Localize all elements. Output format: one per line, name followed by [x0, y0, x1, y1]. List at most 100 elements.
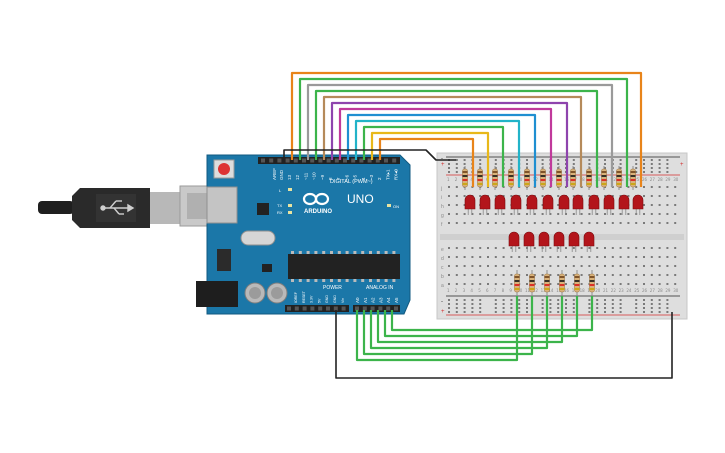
- rail-minus-label-bottom: -: [441, 299, 443, 305]
- red-led: [510, 194, 522, 210]
- breadboard-hole: [549, 213, 552, 215]
- crystal: [240, 230, 276, 246]
- jumper-wire: [322, 95, 583, 187]
- breadboard-hole: [541, 163, 544, 165]
- breadboard-hole: [650, 311, 653, 313]
- jumper-wires: [283, 71, 673, 379]
- resistor-band: [589, 276, 595, 278]
- breadboard-hole: [494, 311, 497, 313]
- header-pin-hole: [293, 158, 298, 163]
- breadboard-hole: [580, 256, 583, 258]
- resistor-band: [589, 280, 595, 282]
- rx-led: [288, 211, 292, 214]
- column-number: 4: [470, 288, 473, 293]
- breadboard-hole: [650, 283, 653, 285]
- breadboard-hole: [627, 256, 630, 258]
- breadboard-hole: [565, 256, 567, 258]
- breadboard-hole: [471, 265, 474, 267]
- breadboard-hole: [448, 247, 450, 249]
- resistor-band: [462, 171, 468, 173]
- breadboard-hole: [494, 247, 497, 249]
- breadboard-hole: [448, 299, 450, 301]
- breadboard-hole: [526, 256, 528, 258]
- breadboard-hole: [455, 247, 458, 249]
- breadboard-hole: [518, 256, 521, 258]
- chip-pin: [298, 251, 302, 254]
- resistor-band: [529, 284, 535, 286]
- breadboard-hole: [650, 299, 653, 301]
- breadboard-hole: [611, 195, 614, 197]
- column-number: 5: [478, 288, 481, 293]
- header-pin-hole: [310, 306, 315, 311]
- breadboard-hole: [510, 311, 513, 313]
- breadboard-hole: [643, 247, 645, 249]
- breadboard-hole: [510, 195, 513, 197]
- breadboard-hole: [502, 256, 505, 258]
- breadboard-hole: [643, 283, 645, 285]
- breadboard-hole: [627, 195, 630, 197]
- breadboard-hole: [518, 307, 521, 309]
- red-led: [632, 194, 644, 210]
- breadboard-hole: [557, 213, 560, 215]
- breadboard-hole: [650, 195, 653, 197]
- digital-header-label: DIGITAL (PWM~): [330, 179, 373, 185]
- breadboard-hole: [619, 283, 622, 285]
- breadboard-hole: [666, 311, 669, 313]
- breadboard-hole: [448, 167, 450, 169]
- resistor-band: [574, 284, 580, 286]
- resistor: [514, 273, 520, 293]
- breadboard-hole: [588, 299, 591, 301]
- breadboard-hole: [463, 265, 466, 267]
- resistor-band: [616, 183, 622, 185]
- breadboard-hole: [518, 247, 521, 249]
- breadboard-hole: [565, 303, 567, 305]
- breadboard-hole: [549, 256, 552, 258]
- reset-button[interactable]: [213, 159, 235, 179]
- breadboard-hole: [510, 303, 513, 305]
- breadboard-hole: [541, 274, 544, 276]
- breadboard-hole: [580, 247, 583, 249]
- tx-label: TX: [277, 203, 282, 208]
- breadboard-hole: [619, 213, 622, 215]
- header-pin-hole: [269, 158, 274, 163]
- digital-pin-label: ~6: [344, 174, 349, 180]
- breadboard-hole: [455, 171, 458, 173]
- breadboard-hole: [494, 159, 497, 161]
- jumper-wire: [298, 77, 629, 187]
- rx-label: RX: [277, 210, 283, 215]
- breadboard-hole: [502, 222, 505, 224]
- breadboard-hole: [588, 307, 591, 309]
- usb-jack: [206, 186, 238, 224]
- breadboard-hole: [455, 163, 458, 165]
- resistor-band: [616, 175, 622, 177]
- resistor-band: [630, 175, 636, 177]
- red-led: [558, 194, 570, 210]
- breadboard-hole: [619, 159, 622, 161]
- resistor-band: [492, 183, 498, 185]
- red-led: [526, 194, 538, 210]
- breadboard-hole: [494, 167, 497, 169]
- power-pin-label: IOREF: [294, 291, 298, 303]
- jumper-wire: [314, 89, 599, 187]
- red-led: [553, 231, 565, 247]
- breadboard-hole: [557, 307, 560, 309]
- breadboard-hole: [604, 311, 606, 313]
- breadboard-hole: [541, 213, 544, 215]
- breadboard-hole: [627, 213, 630, 215]
- breadboard-hole: [448, 204, 450, 206]
- resistor-band: [601, 179, 607, 181]
- breadboard-hole: [604, 307, 606, 309]
- usb-cable: [38, 185, 235, 228]
- breadboard-hole: [455, 159, 458, 161]
- breadboard-hole: [541, 299, 544, 301]
- breadboard-hole: [658, 256, 661, 258]
- resistor: [601, 168, 607, 188]
- breadboard-hole: [549, 283, 552, 285]
- breadboard-hole: [448, 213, 450, 215]
- breadboard-hole: [448, 256, 450, 258]
- breadboard-hole: [518, 311, 521, 313]
- breadboard-hole: [448, 283, 450, 285]
- aref-label: AREF: [272, 168, 277, 180]
- power-pin-label: 3.3V: [310, 295, 314, 303]
